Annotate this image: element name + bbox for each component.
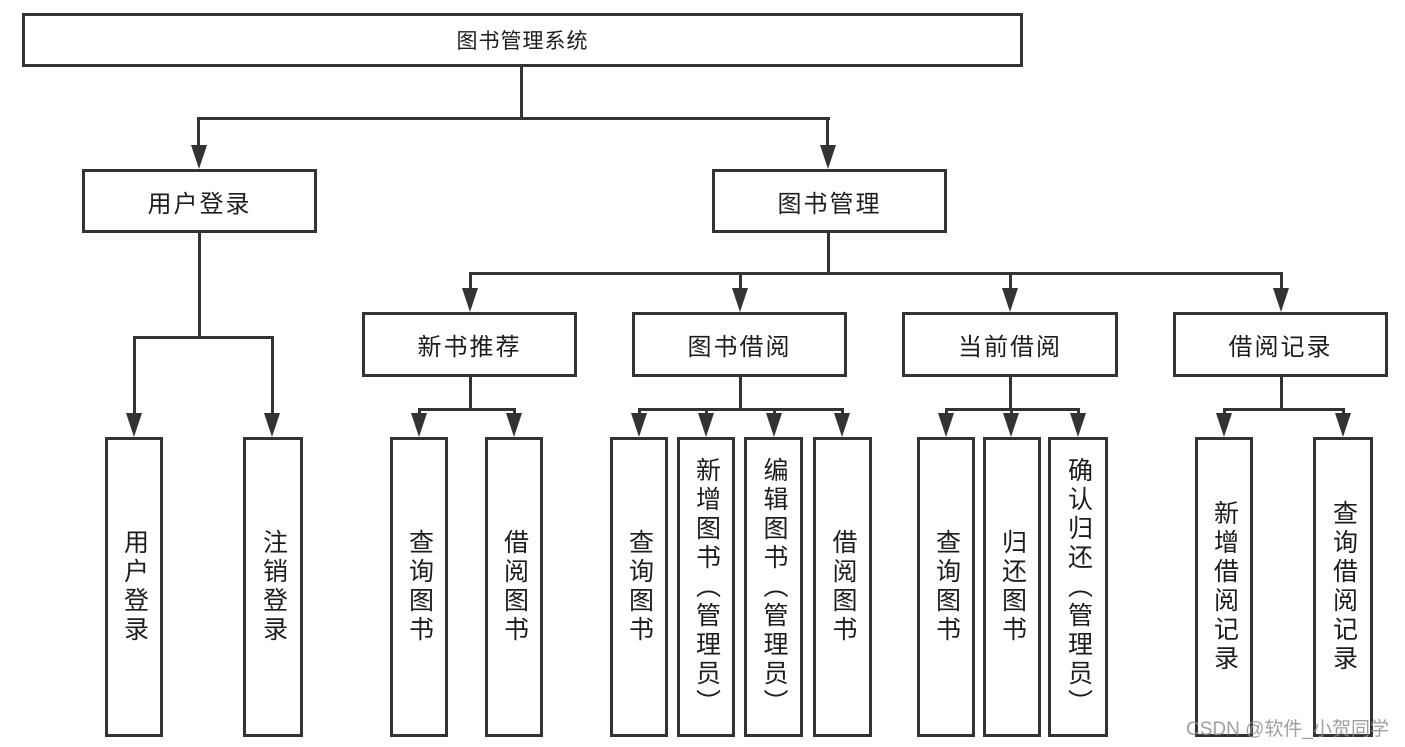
node-root: 图书管理系统 — [22, 13, 1023, 67]
leaf-label: 注销登录 — [259, 529, 288, 645]
arrow-down-icon — [820, 145, 836, 169]
leaf-label: 确认归还（管理员） — [1064, 456, 1093, 718]
conn-section-shaft — [1009, 272, 1012, 290]
arrow-down-icon — [766, 413, 782, 437]
node-leaf-add-borrow-record: 新增借阅记录 — [1195, 437, 1253, 737]
leaf-label: 用户登录 — [120, 529, 149, 645]
node-leaf-query-book: 查询图书 — [917, 437, 975, 737]
conn-borrow-stem — [739, 377, 742, 410]
conn-leaf-shaft — [1342, 408, 1345, 416]
arrow-down-icon — [1216, 413, 1232, 437]
conn-leaf-shaft — [1223, 408, 1226, 416]
conn-record-hline — [1223, 408, 1344, 411]
conn-leaf-shaft — [945, 408, 948, 416]
leaf-label: 查询图书 — [932, 529, 961, 645]
conn-section-shaft — [739, 272, 742, 290]
conn-user-login-stem — [198, 233, 201, 338]
conn-root-stem — [520, 66, 523, 118]
node-leaf-query-book: 查询图书 — [610, 437, 668, 737]
conn-leaf-shaft — [638, 408, 641, 416]
node-leaf-edit-book-admin: 编辑图书（管理员） — [744, 437, 803, 737]
leaf-label: 查询图书 — [405, 529, 434, 645]
conn-recommend-stem — [469, 377, 472, 410]
arrow-down-icon — [1002, 288, 1018, 312]
node-leaf-query-book: 查询图书 — [390, 437, 448, 737]
node-leaf-borrow-book: 借阅图书 — [485, 437, 543, 737]
leaf-label: 查询借阅记录 — [1329, 500, 1358, 674]
node-book-management: 图书管理 — [712, 169, 947, 233]
conn-section-shaft — [1280, 272, 1283, 290]
node-leaf-logout: 注销登录 — [243, 437, 303, 737]
node-borrow-record: 借阅记录 — [1173, 312, 1388, 377]
conn-leaf-shaft — [841, 408, 844, 416]
arrow-down-icon — [462, 288, 478, 312]
node-book-borrow: 图书借阅 — [632, 312, 847, 377]
conn-book-mgmt-shaft — [826, 117, 829, 147]
conn-level3-hline — [469, 272, 1282, 275]
arrow-down-icon — [938, 413, 954, 437]
conn-leaf-shaft — [1010, 408, 1013, 416]
arrow-down-icon — [1003, 413, 1019, 437]
conn-borrow-hline — [638, 408, 843, 411]
conn-recommend-hline — [418, 408, 515, 411]
leaf-label: 查询图书 — [625, 529, 654, 645]
arrow-down-icon — [1335, 413, 1351, 437]
conn-section-shaft — [469, 272, 472, 290]
node-leaf-add-book-admin: 新增图书（管理员） — [677, 437, 735, 737]
conn-leaf-shaft — [133, 336, 136, 413]
csdn-watermark: CSDN @软件_小贺同学 — [1186, 719, 1389, 740]
arrow-down-icon — [1273, 288, 1289, 312]
arrow-down-icon — [191, 145, 207, 169]
conn-level2-hline — [197, 117, 830, 120]
conn-leaf-shaft — [1077, 408, 1080, 416]
arrow-down-icon — [698, 413, 714, 437]
leaf-label: 新增图书（管理员） — [692, 456, 721, 718]
conn-leaf-shaft — [418, 408, 421, 416]
leaf-label: 新增借阅记录 — [1210, 500, 1239, 674]
node-leaf-return-book: 归还图书 — [983, 437, 1041, 737]
node-user-login: 用户登录 — [82, 169, 317, 233]
node-new-book-recommend: 新书推荐 — [362, 312, 577, 377]
node-leaf-confirm-return-admin: 确认归还（管理员） — [1048, 437, 1108, 737]
arrow-down-icon — [834, 413, 850, 437]
arrow-down-icon — [411, 413, 427, 437]
node-leaf-borrow-book: 借阅图书 — [813, 437, 872, 737]
node-current-borrow: 当前借阅 — [902, 312, 1118, 377]
conn-current-stem — [1009, 377, 1012, 410]
arrow-down-icon — [1070, 413, 1086, 437]
leaf-label: 借阅图书 — [829, 529, 857, 645]
node-leaf-query-borrow-record: 查询借阅记录 — [1313, 437, 1373, 737]
arrow-down-icon — [126, 413, 142, 437]
arrow-down-icon — [732, 288, 748, 312]
conn-leaf-shaft — [513, 408, 516, 416]
conn-leaf-shaft — [705, 408, 708, 416]
conn-book-mgmt-stem — [827, 233, 830, 274]
leaf-label: 归还图书 — [998, 529, 1027, 645]
arrow-down-icon — [506, 413, 522, 437]
leaf-label: 编辑图书（管理员） — [760, 456, 788, 718]
conn-user-login-shaft — [197, 117, 200, 147]
conn-record-stem — [1280, 377, 1283, 410]
arrow-down-icon — [631, 413, 647, 437]
conn-user-login-hline — [133, 336, 274, 339]
leaf-label: 借阅图书 — [500, 529, 529, 645]
conn-leaf-shaft — [773, 408, 776, 416]
arrow-down-icon — [264, 413, 280, 437]
conn-leaf-shaft — [271, 336, 274, 413]
node-leaf-user-login: 用户登录 — [105, 437, 163, 737]
